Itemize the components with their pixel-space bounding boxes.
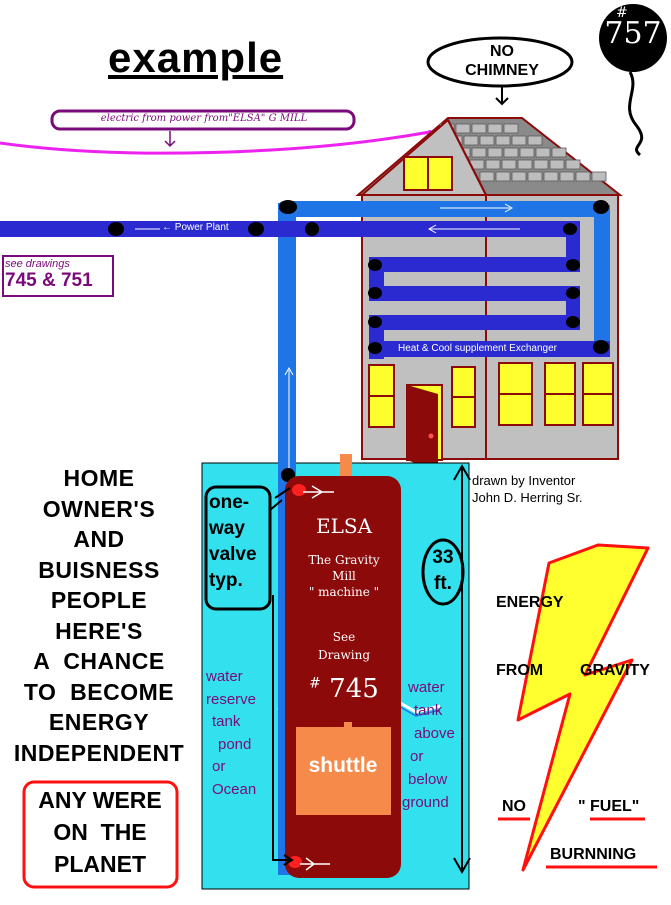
see-drawings-box xyxy=(2,255,114,297)
elsa-name: ELSA xyxy=(315,514,373,538)
exchanger-label: Heat & Cool supplement Exchanger xyxy=(398,343,557,354)
pipes xyxy=(0,200,610,875)
lightning-bolt xyxy=(516,543,650,872)
drawing-number: #757 xyxy=(604,5,662,51)
planet-box xyxy=(22,780,179,889)
one-way-valves xyxy=(288,484,334,871)
valve-label-box xyxy=(204,485,272,611)
no-word: NO xyxy=(502,798,526,815)
no-chimney-bubble xyxy=(426,36,574,88)
electric-label: electric from power from"ELSA" G MILL xyxy=(100,113,308,124)
shuttle-label: shuttle xyxy=(308,754,378,777)
elsa-number: # 745 xyxy=(309,674,379,704)
see-drawings-numbers: 745 & 751 xyxy=(5,270,93,291)
page-title: example xyxy=(108,34,284,81)
electric-wire xyxy=(0,130,431,155)
power-plant-label: ← Power Plant xyxy=(162,222,229,233)
elsa-machine xyxy=(285,454,401,878)
fuel-word: " FUEL" xyxy=(578,798,640,815)
drawing-number-balloon xyxy=(599,4,667,157)
from-word: FROM xyxy=(496,662,544,679)
energy-word: ENERGY xyxy=(496,594,564,611)
electric-label-box xyxy=(50,109,356,131)
gravity-word: GRAVITY xyxy=(580,662,650,679)
see-drawings-label: see drawings xyxy=(5,258,70,270)
burning-word: BURNNING xyxy=(550,846,637,863)
